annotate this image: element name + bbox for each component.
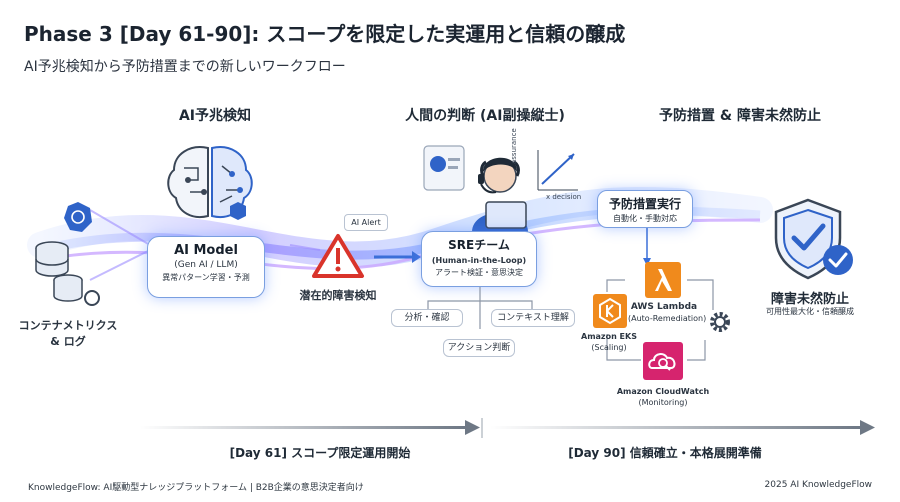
lambda-sub: (Auto-Remediation)	[628, 314, 707, 323]
ai-model-desc: 異常パターン学習・予測	[162, 273, 250, 282]
service-links	[606, 228, 714, 361]
container-metrics-icon	[35, 202, 100, 306]
shield-check-icon	[774, 198, 853, 280]
sre-sub: (Human-in-the-Loop)	[431, 256, 527, 265]
gear-icon	[710, 312, 730, 332]
section-title-prevent: 予防措置 & 障害未然防止	[659, 108, 821, 124]
arrow-right-icon	[374, 251, 421, 263]
inputs-label: コンテナメトリクス & ログ	[8, 318, 128, 350]
outcome-sub: 可用性最大化・信頼醸成	[766, 307, 854, 316]
inputs-label-line1: コンテナメトリクス	[18, 319, 118, 332]
page-title: Phase 3 [Day 61-90]: スコープを限定した実運用と信頼の醸成	[24, 22, 626, 46]
ai-model-sub: (Gen AI / LLM)	[174, 260, 238, 270]
aws-lambda-icon	[645, 262, 681, 298]
sre-operator-icon	[423, 145, 578, 232]
timeline-left-label: [Day 61] スコープ限定運用開始	[229, 446, 411, 460]
cloudwatch-name: Amazon CloudWatch	[616, 387, 710, 396]
lambda-name: AWS Lambda	[630, 302, 698, 312]
section-title-detect: AI予兆検知	[178, 108, 252, 124]
warning-icon	[312, 234, 364, 278]
ai-brain-icon	[167, 146, 253, 220]
sre-title: SREチーム	[448, 238, 510, 252]
timeline-right-label: [Day 90] 信頼確立・本格展開準備	[568, 446, 762, 460]
action-card: 予防措置実行 自動化・手動対応	[597, 190, 693, 228]
inputs-label-line2: & ログ	[50, 335, 86, 348]
action-sub: 自動化・手動対応	[613, 214, 677, 223]
ai-model-card: AI Model (Gen AI / LLM) 異常パターン学習・予測	[147, 236, 265, 298]
sre-team-card: SREチーム (Human-in-the-Loop) アラート検証・意思決定	[421, 231, 537, 287]
chip-analysis: 分析・確認	[391, 309, 463, 327]
outcome-title: 障害未然防止	[770, 292, 849, 307]
sre-desc: アラート検証・意思決定	[435, 268, 523, 277]
detection-label: 潜在的障害検知	[299, 289, 377, 302]
timeline-arrows	[140, 418, 875, 438]
eks-name: Amazon EKS	[581, 332, 637, 341]
action-title: 予防措置実行	[608, 197, 681, 211]
sre-chart-x-label: x decision	[546, 193, 582, 201]
footer-left: KnowledgeFlow: AI駆動型ナレッジプラットフォーム | B2B企業…	[28, 483, 364, 493]
amazon-eks-icon	[593, 294, 627, 328]
cloudwatch-sub: (Monitoring)	[638, 398, 688, 407]
footer-right: 2025 AI KnowledgeFlow	[764, 480, 872, 490]
page-subtitle: AI予兆検知から予防措置までの新しいワークフロー	[24, 59, 346, 75]
chip-action-decision: アクション判断	[443, 339, 515, 357]
ai-model-title: AI Model	[174, 243, 238, 258]
sre-chart-y-label: assurance	[510, 128, 518, 164]
sre-branch-lines	[427, 287, 533, 329]
section-title-judge: 人間の判断 (AI副操縦士)	[405, 108, 565, 124]
amazon-cloudwatch-icon	[643, 342, 683, 380]
eks-sub: (Scaling)	[591, 343, 627, 352]
ai-alert-badge: AI Alert	[344, 214, 388, 231]
chip-context: コンテキスト理解	[491, 309, 575, 327]
